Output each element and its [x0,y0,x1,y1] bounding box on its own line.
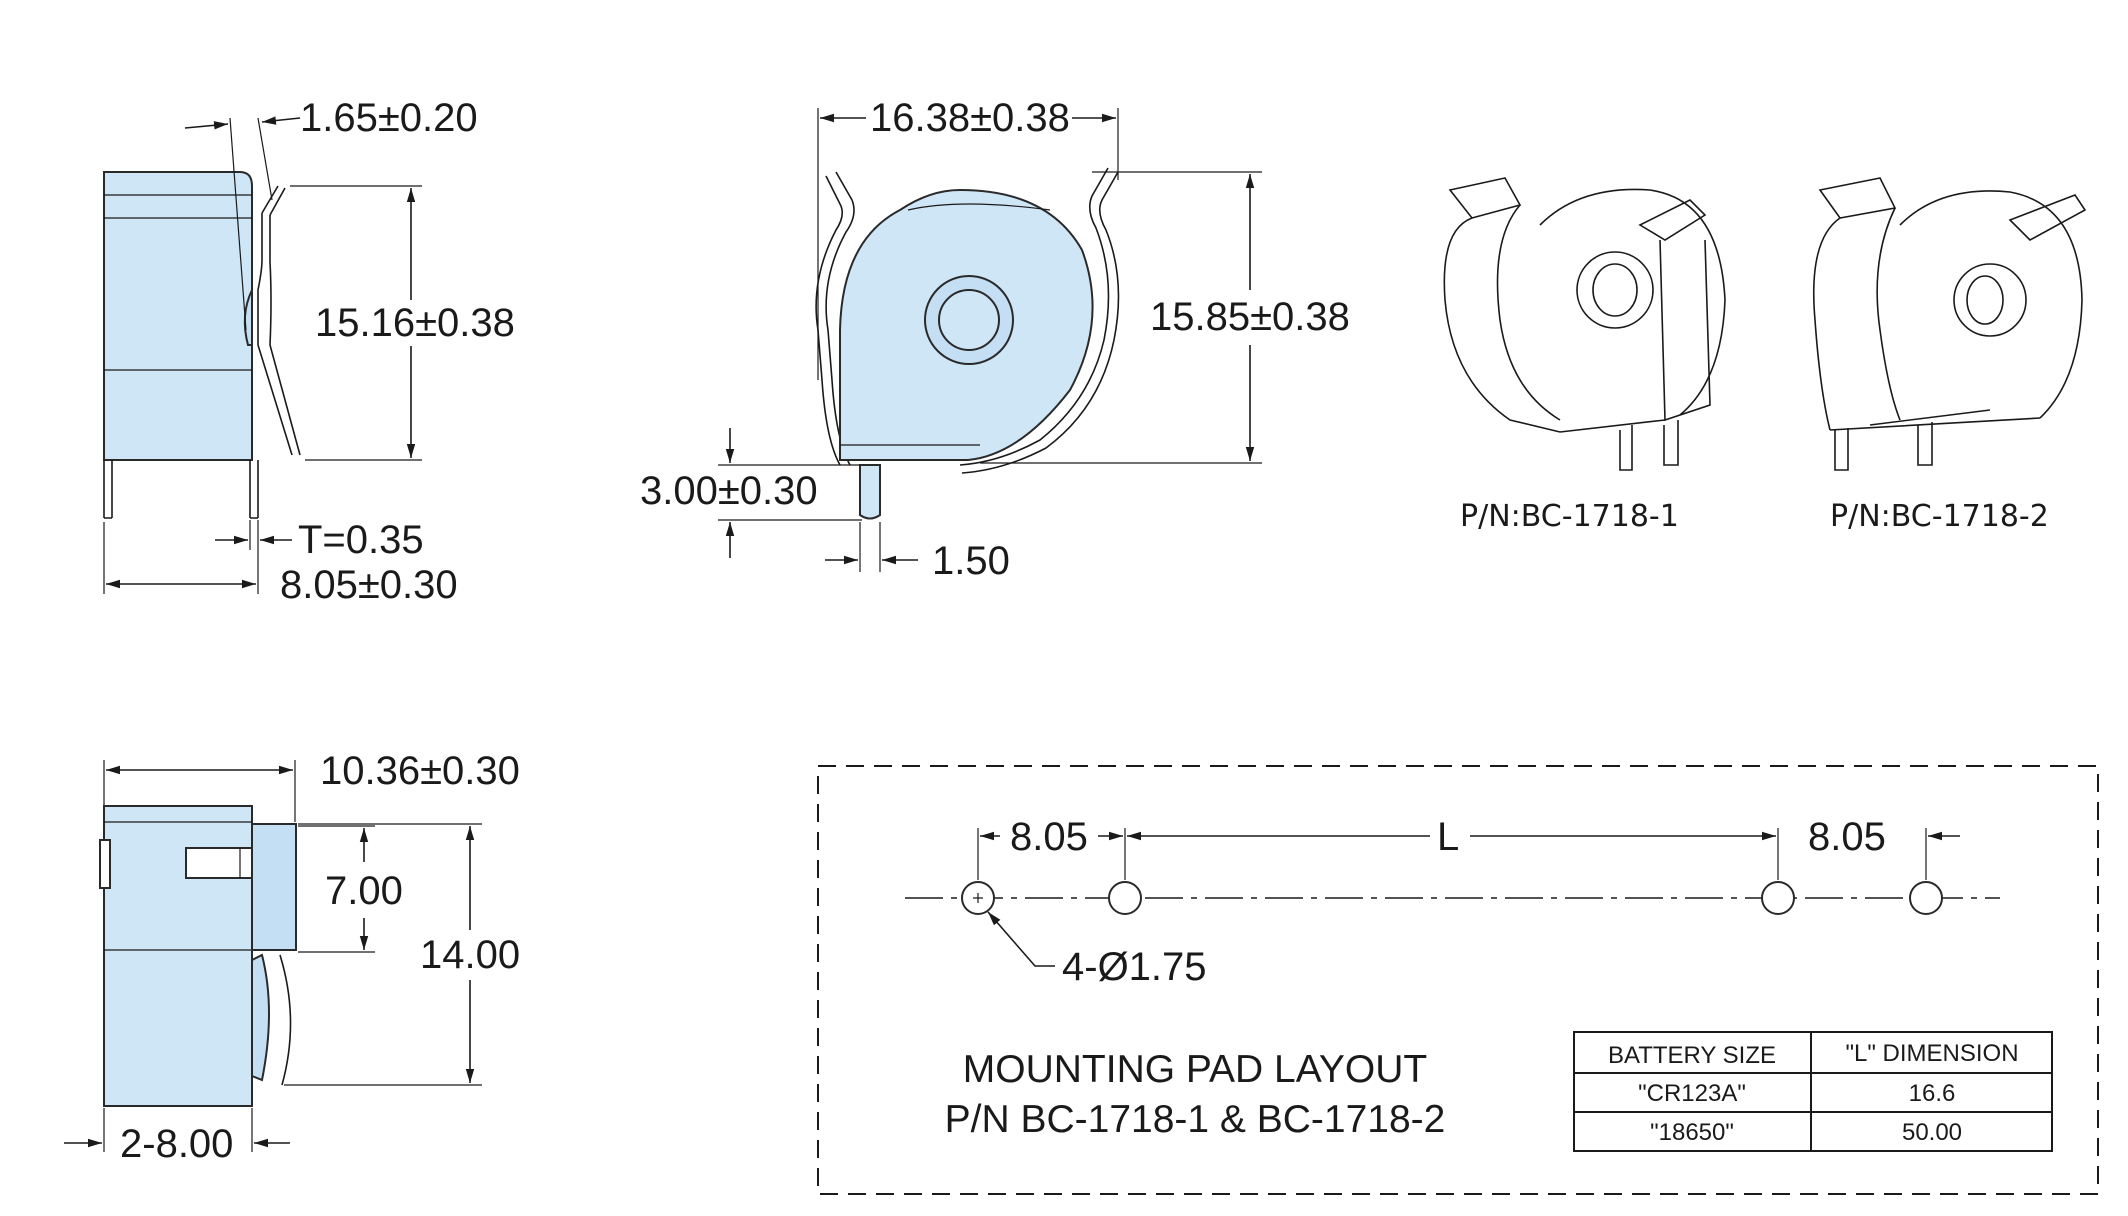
pad-layout-border [817,765,2099,1195]
front-view: 16.38±0.38 15.85±0.38 3.00±0.30 1.50 [640,96,1350,583]
side-dim-thickness: 1.65±0.20 [300,96,478,140]
front-dim-width: 16.38±0.38 [870,96,1070,140]
top-view: 10.36±0.30 7.00 14.00 2-8.00 [64,749,520,1166]
front-dim-pin-length: 3.00±0.30 [640,469,818,513]
top-dim-depth: 10.36±0.30 [320,749,520,793]
product-view-1: P/N:BC-1718-1 [1443,177,1726,534]
product-label-1: P/N:BC-1718-1 [1460,499,1679,534]
table-cell-battery-2: "18650" [1650,1119,1734,1146]
product-view-2: P/N:BC-1718-2 [1812,177,2087,534]
pad-dim-hole: 4-Ø1.75 [1062,945,1207,989]
side-dim-t: T=0.35 [298,518,424,562]
front-dim-pin-width: 1.50 [932,539,1010,583]
table-header-battery-size: BATTERY SIZE [1608,1042,1776,1069]
pad-hole-2 [1108,881,1142,915]
side-dim-height: 15.16±0.38 [315,301,515,345]
side-view: 1.65±0.20 15.16±0.38 T=0.35 8.05±0.30 [103,96,515,607]
side-view-body [103,171,253,461]
top-dim-height: 14.00 [420,933,520,977]
product-label-2: P/N:BC-1718-2 [1830,499,2049,534]
pad-dim-middle: L [1437,815,1459,859]
pad-title: MOUNTING PAD LAYOUT [963,1048,1427,1091]
pad-layout-panel: 8.05 L 8.05 4-Ø1.75 MOUNTING PAD LAYOUT … [817,765,2099,1195]
top-dim-window: 7.00 [325,869,403,913]
table-header-l-dimension: "L" DIMENSION [1845,1040,2018,1067]
pad-hole-4 [1909,881,1943,915]
front-dim-height: 15.85±0.38 [1150,295,1350,339]
top-dim-pins: 2-8.00 [120,1122,233,1166]
pad-hole-3 [1761,881,1795,915]
table-cell-battery-1: "CR123A" [1638,1080,1746,1107]
pad-dim-right: 8.05 [1808,815,1886,859]
battery-table: BATTERY SIZE "L" DIMENSION "CR123A" 16.6… [1573,1031,2053,1152]
side-dim-width: 8.05±0.30 [280,563,458,607]
pad-subtitle: P/N BC-1718-1 & BC-1718-2 [945,1098,1446,1141]
table-cell-l-2: 50.00 [1902,1119,1962,1146]
table-cell-l-1: 16.6 [1909,1080,1956,1107]
pad-dim-left: 8.05 [1010,815,1088,859]
